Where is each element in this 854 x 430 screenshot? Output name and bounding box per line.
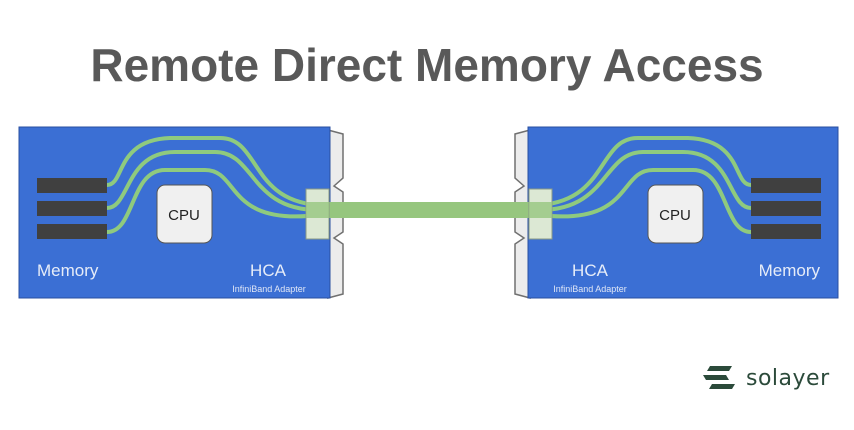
wire — [539, 168, 752, 234]
right-cpu — [647, 184, 704, 244]
right-memory-label: Memory — [759, 261, 821, 280]
wire — [539, 150, 752, 212]
left-wires — [106, 136, 319, 234]
left-cpu — [156, 184, 213, 244]
solayer-logo: solayer — [702, 365, 830, 391]
right-hca-sublabel: InfiniBand Adapter — [553, 284, 627, 294]
memory-stick — [37, 201, 107, 216]
wire — [539, 136, 752, 207]
right-hca-label: HCA — [572, 261, 609, 280]
solayer-logo-icon — [703, 366, 735, 389]
logo-text: solayer — [746, 365, 830, 391]
left-hca-label: HCA — [250, 261, 287, 280]
left-memory-label: Memory — [37, 261, 99, 280]
memory-stick — [37, 178, 107, 193]
right-cpu-label: CPU — [659, 207, 691, 224]
infiniband-link — [315, 202, 545, 218]
left-cpu-label: CPU — [168, 207, 200, 224]
wire — [106, 150, 319, 212]
memory-stick — [751, 224, 821, 239]
wire — [106, 136, 319, 207]
memory-stick — [37, 224, 107, 239]
memory-stick — [751, 178, 821, 193]
right-wires — [539, 136, 752, 234]
memory-stick — [751, 201, 821, 216]
wire — [106, 168, 319, 234]
left-hca-sublabel: InfiniBand Adapter — [232, 284, 306, 294]
page-title: Remote Direct Memory Access — [90, 39, 764, 91]
